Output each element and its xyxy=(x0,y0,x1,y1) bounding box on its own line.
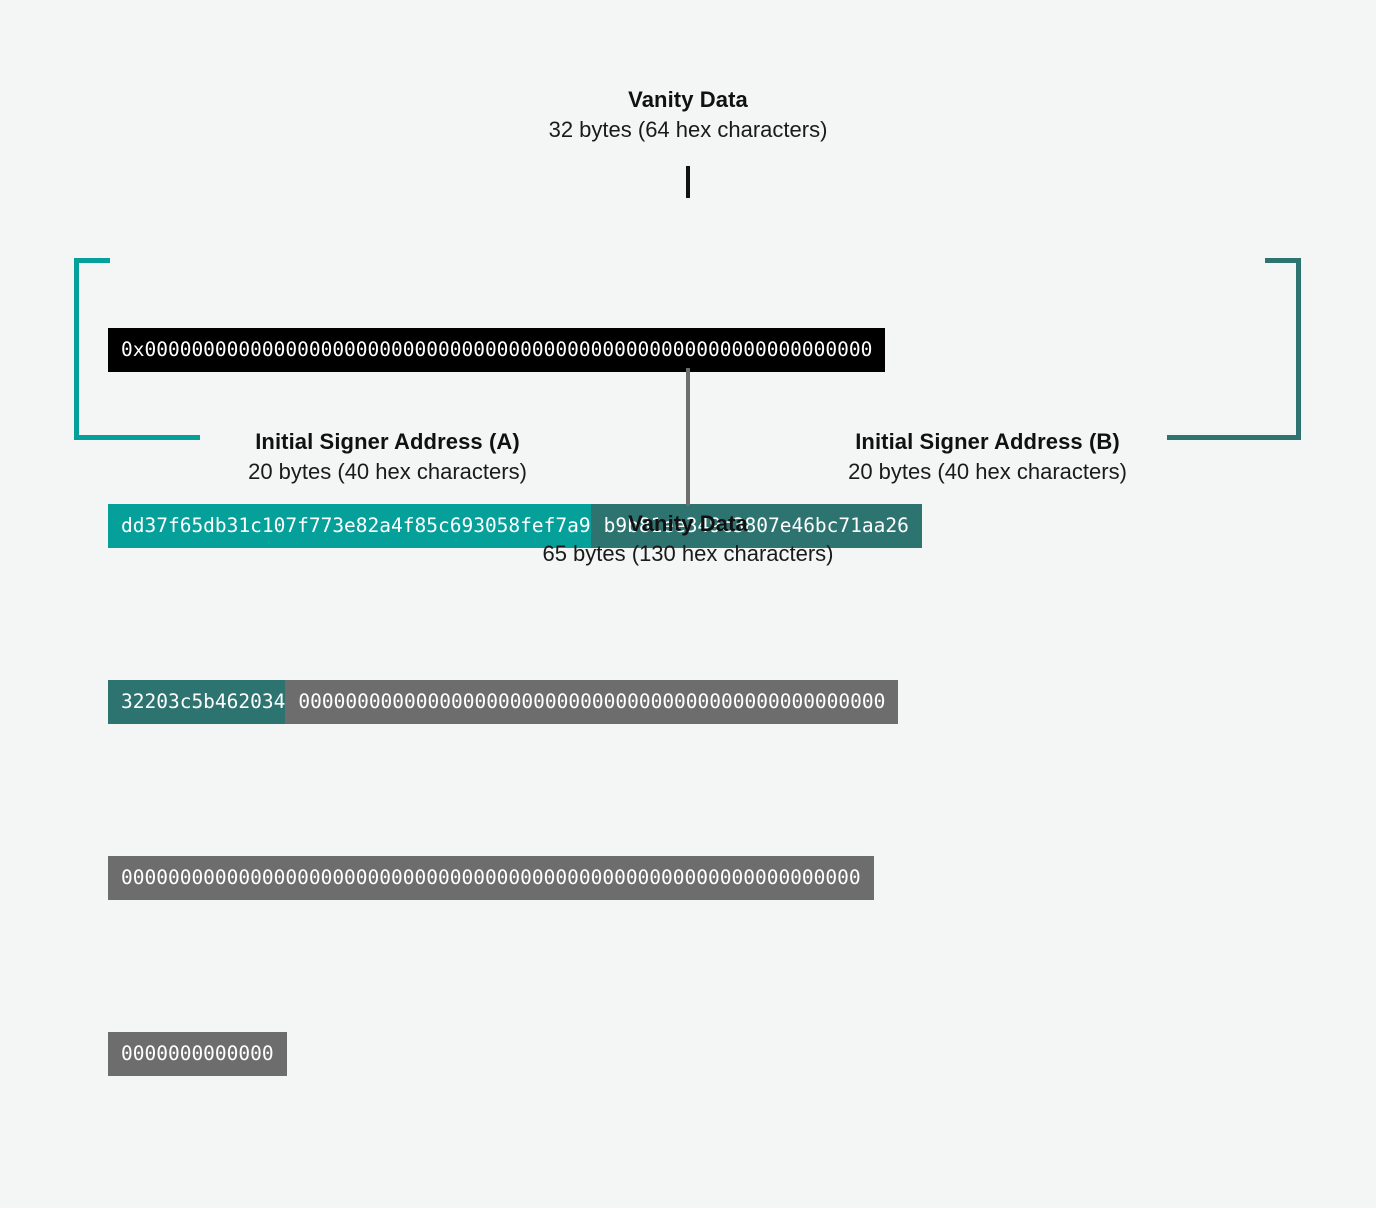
callout-top-title: Vanity Data xyxy=(628,87,748,112)
segment-initial-signer-address-a: dd37f65db31c107f773e82a4f85c693058fef7a9 xyxy=(108,504,591,548)
bracket-signer-a-stem xyxy=(110,435,200,440)
callout-bottom-vanity-data: Vanity Data 65 bytes (130 hex characters… xyxy=(288,510,1088,570)
connector-line-bottom xyxy=(686,368,690,506)
segment-padding-zeros: 0000000000000000000000000000000000000000… xyxy=(108,856,874,900)
callout-right-title: Initial Signer Address (B) xyxy=(855,429,1120,454)
diagram-canvas: Vanity Data 32 bytes (64 hex characters)… xyxy=(30,86,1345,1076)
callout-left-subtitle: 20 bytes (40 hex characters) xyxy=(248,459,527,484)
bracket-signer-b xyxy=(1265,258,1301,440)
segment-padding-zeros: 0000000000000 xyxy=(108,1032,287,1076)
connector-line-top xyxy=(686,166,690,198)
segment-padding-zeros: 0000000000000000000000000000000000000000… xyxy=(285,680,899,724)
callout-initial-signer-address-b: Initial Signer Address (B) 20 bytes (40 … xyxy=(630,428,1345,488)
hex-row: dd37f65db31c107f773e82a4f85c693058fef7a9… xyxy=(108,504,922,548)
callout-bottom-title: Vanity Data xyxy=(628,511,748,536)
callout-right-subtitle: 20 bytes (40 hex characters) xyxy=(848,459,1127,484)
segment-vanity-data: 0x00000000000000000000000000000000000000… xyxy=(108,328,886,372)
segment-initial-signer-address-b-part-1: b9b81ee349c3807e46bc71aa26 xyxy=(590,504,922,548)
hex-row: 0x00000000000000000000000000000000000000… xyxy=(108,328,886,372)
callout-left-title: Initial Signer Address (A) xyxy=(255,429,520,454)
segment-initial-signer-address-b-part-2: 32203c5b462034 xyxy=(108,680,286,724)
callout-bottom-subtitle: 65 bytes (130 hex characters) xyxy=(542,541,834,566)
hex-row: 32203c5b462034 0000000000000000000000000… xyxy=(108,680,899,724)
callout-top-vanity-data: Vanity Data 32 bytes (64 hex characters) xyxy=(288,86,1088,146)
callout-initial-signer-address-a: Initial Signer Address (A) 20 bytes (40 … xyxy=(30,428,745,488)
hex-byte-block: 0x00000000000000000000000000000000000000… xyxy=(108,196,922,1208)
hex-row: 0000000000000 xyxy=(108,1032,287,1076)
bracket-signer-a xyxy=(74,258,110,440)
hex-row: 0000000000000000000000000000000000000000… xyxy=(108,856,874,900)
bracket-signer-b-stem xyxy=(1167,435,1267,440)
callout-top-subtitle: 32 bytes (64 hex characters) xyxy=(548,117,828,142)
